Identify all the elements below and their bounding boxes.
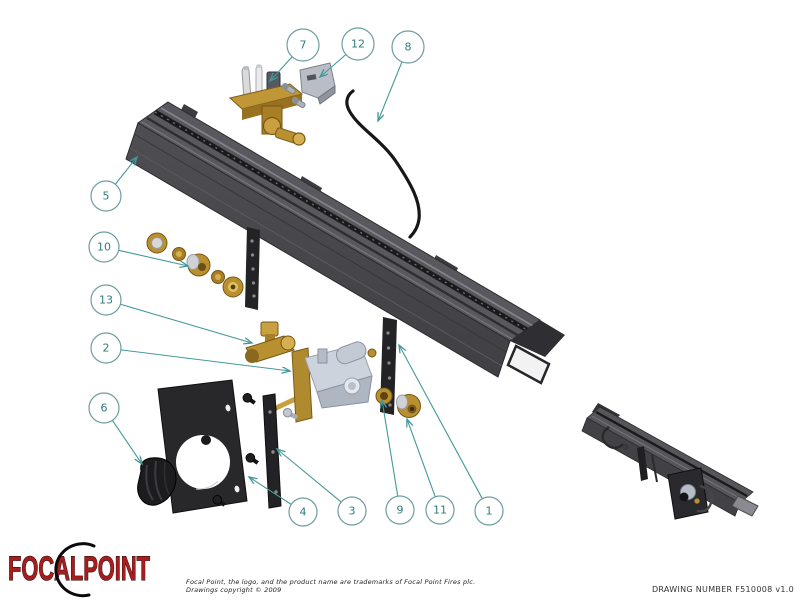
callout-5: 5: [90, 157, 137, 212]
assembled-view: [581, 403, 759, 520]
thumbscrews: [212, 393, 259, 507]
pilot-assembly: [228, 64, 306, 146]
balloon-number-2: 2: [103, 342, 110, 355]
leader-line-5: [114, 157, 137, 185]
balloon-8: [391, 30, 425, 64]
ignition-cable: [345, 89, 421, 239]
control-knob: [137, 457, 177, 506]
balloon-9: [385, 495, 415, 525]
pilot-screws: [281, 82, 306, 109]
logo-swoosh: [54, 542, 96, 598]
control-valve: [270, 341, 377, 423]
balloon-1: [474, 496, 504, 526]
mounting-strip: [262, 393, 282, 509]
balloon-number-12: 12: [351, 38, 365, 51]
callout-11: 11: [407, 419, 455, 525]
leader-line-1: [399, 345, 483, 499]
balloon-number-5: 5: [103, 190, 110, 203]
balloon-5: [90, 180, 122, 212]
logo-text: FOCALPOINT: [8, 550, 150, 588]
drawing-number: DRAWING NUMBER F510008 v1.0: [651, 585, 794, 594]
callout-13: 13: [90, 284, 252, 343]
callout-2: 2: [90, 332, 290, 371]
leader-line-11: [407, 419, 436, 498]
burner-tray: [125, 101, 565, 415]
callout-1: 1: [399, 345, 504, 526]
balloon-number-7: 7: [300, 39, 307, 52]
hanger-bracket-left: [245, 227, 260, 310]
leader-line-2: [120, 349, 290, 371]
balloon-number-10: 10: [97, 241, 111, 254]
balloon-13: [90, 284, 122, 316]
gas-elbow-fitting: [245, 321, 296, 363]
balloon-2: [90, 332, 122, 364]
balloon-10: [88, 231, 120, 263]
disclaimer-text: Focal Point, the logo, and the product n…: [186, 578, 476, 594]
balloon-number-8: 8: [405, 41, 412, 54]
mounting-plate: [157, 379, 248, 514]
leader-line-12: [320, 54, 347, 77]
balloon-11: [425, 495, 455, 525]
balloon-number-13: 13: [99, 294, 113, 307]
leader-line-6: [111, 420, 142, 464]
balloon-7: [286, 28, 320, 62]
balloon-number-4: 4: [300, 506, 307, 519]
balloon-number-6: 6: [101, 402, 108, 415]
inlet-nut: [375, 387, 393, 405]
balloon-number-11: 11: [433, 504, 447, 517]
logo: FOCALPOINT: [7, 542, 151, 598]
leader-line-13: [120, 303, 252, 343]
callout-8: 8: [378, 30, 425, 121]
leader-line-8: [378, 61, 403, 121]
callout-6: 6: [88, 392, 142, 464]
valve-screw: [282, 407, 298, 419]
balloon-number-3: 3: [349, 505, 356, 518]
callout-7: 7: [270, 28, 320, 81]
compression-fittings: [146, 232, 244, 298]
callout-3: 3: [277, 449, 367, 526]
balloon-number-1: 1: [486, 505, 493, 518]
leader-line-10: [118, 249, 188, 266]
balloon-number-9: 9: [397, 504, 404, 517]
callout-9: 9: [382, 400, 415, 525]
balloon-6: [88, 392, 120, 424]
balloon-12: [341, 27, 375, 61]
balloon-3: [337, 496, 367, 526]
leader-line-7: [270, 56, 293, 81]
callout-12: 12: [320, 27, 375, 77]
callout-4: 4: [249, 477, 318, 527]
leader-line-4: [249, 477, 292, 505]
callout-10: 10: [88, 231, 188, 266]
balloon-4: [288, 497, 318, 527]
leader-line-9: [382, 400, 399, 497]
leader-line-3: [277, 449, 342, 503]
inlet-fitting: [396, 394, 421, 418]
